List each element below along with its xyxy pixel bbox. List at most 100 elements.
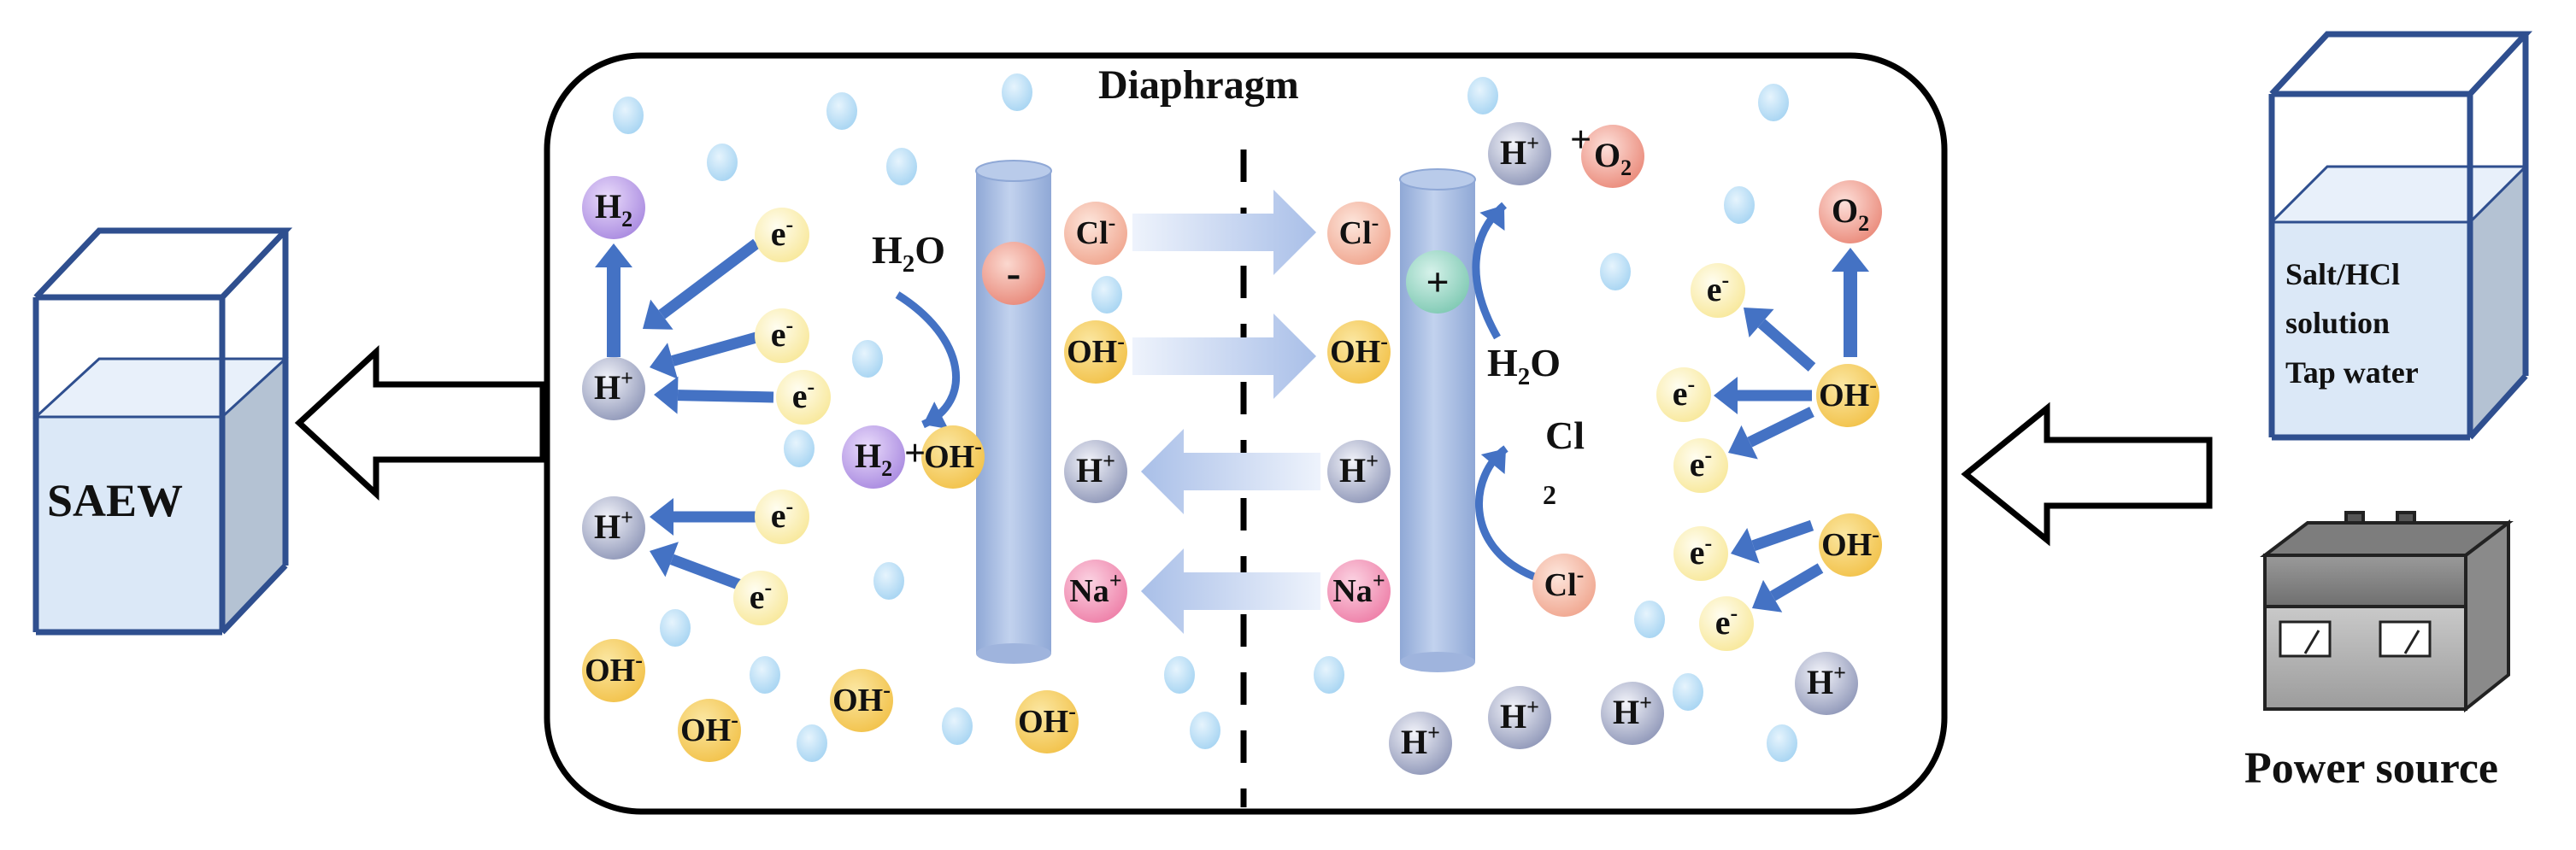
water-bubble	[873, 562, 904, 600]
molecule-h: H+	[1389, 712, 1452, 775]
water-bubble	[1002, 73, 1032, 111]
arrow-head	[1480, 448, 1506, 474]
arrow-head	[1752, 579, 1783, 613]
molecule-label: OH-	[1330, 329, 1388, 370]
molecule-circle	[1015, 690, 1079, 753]
water-bubble	[613, 97, 644, 134]
arrow-head	[643, 299, 673, 330]
molecule-circle	[582, 639, 645, 702]
water-bubble	[797, 724, 827, 762]
molecule-circle	[1673, 526, 1728, 581]
molecule-circle	[755, 208, 809, 262]
input-arrow	[1961, 402, 2213, 547]
molecule-label: OH-	[585, 648, 643, 689]
anode-sign: +	[1426, 260, 1449, 305]
na-migration-arrow	[1141, 548, 1320, 634]
arrow-head	[1714, 377, 1738, 414]
molecule-circle	[1488, 122, 1551, 185]
molecule-circle	[582, 176, 645, 239]
molecule-e: e-	[755, 489, 809, 544]
molecule-h2: H2	[582, 176, 645, 239]
molecule-label: OH-	[1067, 329, 1125, 370]
ion-migration-arrows	[1132, 190, 1320, 634]
molecule-e: e-	[1656, 367, 1711, 422]
molecule-circle	[733, 571, 788, 625]
arrow-head	[1731, 528, 1760, 564]
molecule-circle	[1488, 686, 1551, 749]
molecule-e: e-	[1699, 596, 1754, 651]
reaction-text-item: +	[1570, 119, 1591, 161]
tank-label-line-1: Salt/HCl	[2285, 257, 2401, 291]
molecule-circle	[1064, 560, 1127, 623]
electrolysis-cell	[544, 52, 1948, 815]
water-bubble	[826, 92, 857, 130]
molecule-cl: Cl-	[1532, 554, 1596, 617]
molecule-label: OH-	[832, 677, 891, 718]
molecule-label: H+	[1339, 448, 1379, 489]
molecule-h: H+	[1488, 122, 1551, 185]
molecule-circle	[1327, 440, 1391, 503]
molecule-e: e-	[776, 370, 831, 425]
molecule-h: H+	[1795, 652, 1858, 715]
arrow-head	[650, 498, 673, 536]
tank-label-line-2: solution	[2285, 306, 2391, 340]
reaction-arrow	[658, 238, 760, 319]
cathode: -	[975, 160, 1052, 664]
molecule-circle	[1389, 712, 1452, 775]
molecule-h2: H2	[842, 425, 905, 489]
molecule-circle	[755, 489, 809, 544]
water-bubble	[886, 148, 917, 185]
reaction-text-item: Cl	[1545, 413, 1585, 457]
arrow-head	[923, 402, 949, 430]
molecule-label: H+	[1500, 131, 1539, 172]
oh-migration-arrow	[1132, 314, 1316, 399]
molecule-circle	[1795, 652, 1858, 715]
molecule-oh: OH-	[582, 639, 645, 702]
molecule-oh: OH-	[921, 425, 985, 489]
reaction-arrows	[595, 202, 1869, 613]
molecule-label: Na+	[1069, 568, 1121, 609]
water-bubble	[784, 430, 815, 467]
anode: +	[1399, 168, 1476, 672]
water-bubble	[942, 707, 973, 745]
molecule-label: OH-	[924, 434, 982, 475]
molecule-o2: O2	[1819, 180, 1882, 243]
molecule-e: e-	[755, 208, 809, 262]
water-bubble	[1467, 77, 1498, 114]
molecule-oh: OH-	[1819, 513, 1882, 577]
molecule-circle	[1699, 596, 1754, 651]
water-bubble	[660, 609, 691, 647]
molecule-oh: OH-	[1816, 364, 1879, 427]
output-arrow	[294, 345, 546, 501]
cathode-sign: -	[1007, 249, 1021, 296]
molecule-label: OH-	[680, 707, 738, 748]
molecule-circle	[1673, 438, 1728, 493]
molecule-h: H+	[1327, 440, 1391, 503]
molecule-label: O2	[1594, 136, 1632, 180]
arrow-head	[1479, 205, 1505, 231]
molecule-circle	[1064, 202, 1127, 265]
molecule-h: H+	[582, 496, 645, 560]
molecule-na: Na+	[1327, 560, 1391, 623]
reaction-arrow	[677, 390, 774, 403]
feed-tank	[2268, 31, 2533, 441]
cathode-sign-badge	[982, 242, 1045, 305]
water-bubble	[1767, 724, 1797, 762]
reaction-arrow	[1747, 407, 1814, 448]
molecule-label: OH-	[1018, 699, 1076, 740]
water-bubble	[852, 340, 883, 378]
molecule-circle	[678, 699, 741, 762]
molecule-circle	[1601, 682, 1664, 745]
molecule-h: H+	[582, 357, 645, 420]
molecule-circle	[1327, 320, 1391, 384]
reaction-text-item: 2	[1543, 479, 1556, 510]
reaction-arrow	[1769, 563, 1824, 601]
water-bubble	[1190, 712, 1220, 749]
molecule-circle	[1581, 125, 1644, 188]
molecule-circle	[582, 357, 645, 420]
molecule-cl: Cl-	[1327, 202, 1391, 265]
reaction-arrow	[1751, 519, 1814, 551]
